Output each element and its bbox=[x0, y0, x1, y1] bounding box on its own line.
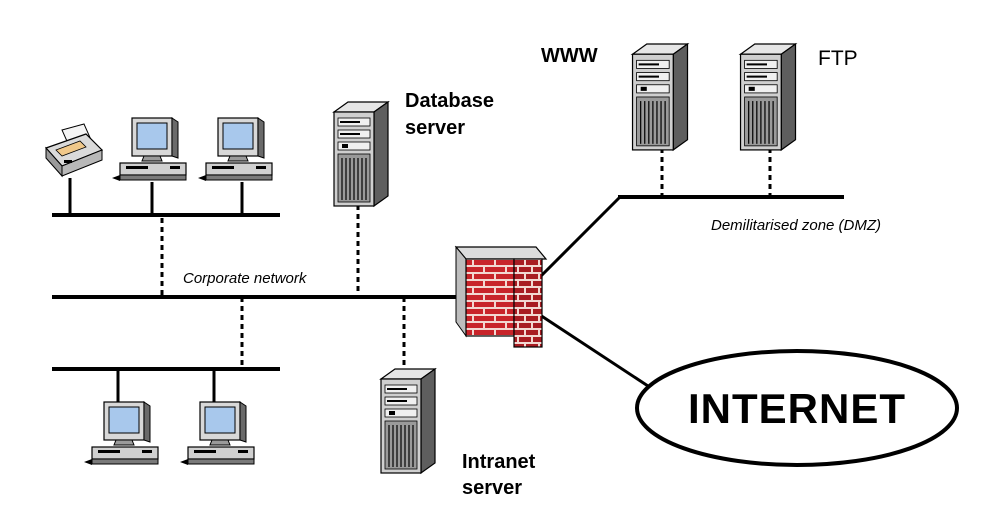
intranet-server-label-line2: server bbox=[462, 477, 522, 499]
printer-icon bbox=[44, 123, 104, 178]
www-label: WWW bbox=[541, 45, 598, 67]
database-server-icon bbox=[333, 101, 389, 207]
workstation-icon bbox=[111, 117, 187, 182]
internet-label: INTERNET bbox=[688, 385, 906, 432]
intranet-server-icon bbox=[380, 368, 436, 474]
internet-ellipse bbox=[635, 349, 959, 467]
ftp-server-icon bbox=[739, 43, 797, 151]
www-server-icon bbox=[631, 43, 689, 151]
intranet-server-label-line1: Intranet bbox=[462, 451, 536, 473]
ftp-label: FTP bbox=[818, 47, 858, 70]
corporate-network-label: Corporate network bbox=[183, 270, 308, 287]
workstation-icon bbox=[83, 401, 159, 466]
firewall-to-dmz bbox=[538, 195, 622, 279]
workstation-icon bbox=[197, 117, 273, 182]
database-server-label-line1: Database bbox=[405, 90, 494, 112]
firewall-icon bbox=[454, 245, 548, 348]
network-lines bbox=[52, 148, 844, 404]
firewall-to-internet bbox=[539, 313, 649, 388]
dmz-label: Demilitarised zone (DMZ) bbox=[711, 217, 881, 234]
workstation-icon bbox=[179, 401, 255, 466]
database-server-label-line2: server bbox=[405, 117, 465, 139]
